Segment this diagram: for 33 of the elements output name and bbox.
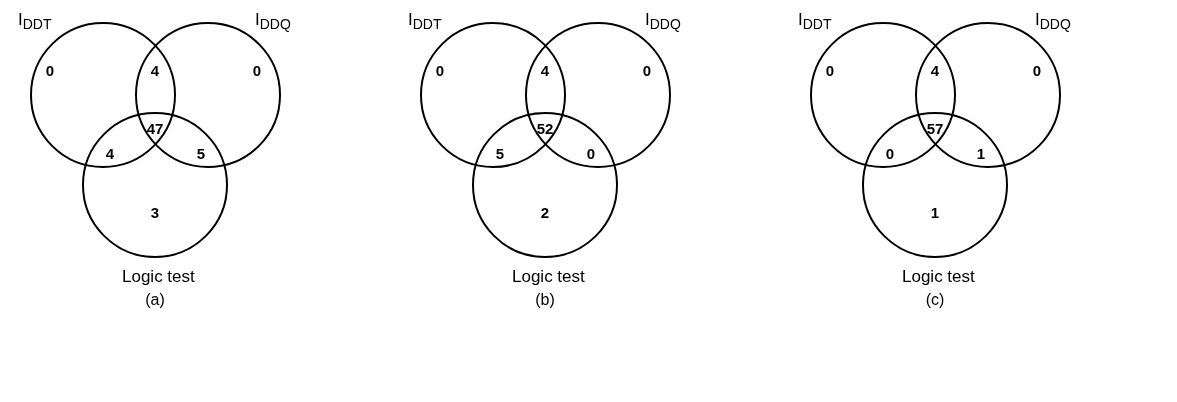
region-count: 4 <box>150 61 160 79</box>
region-count: 52 <box>536 119 554 137</box>
set-label: I$_{DDQ}$ <box>645 10 681 33</box>
region-count: 0 <box>1032 61 1042 79</box>
set-label: I$_{DDT}$ <box>18 10 52 33</box>
set-label: I$_{DDQ}$ <box>1035 10 1071 33</box>
panel-caption: (a) <box>145 291 165 309</box>
region-count: 4 <box>930 61 940 79</box>
region-count: 4 <box>540 61 550 79</box>
region-count: 3 <box>150 203 160 221</box>
region-count: 47 <box>146 119 164 137</box>
region-count: 0 <box>642 61 652 79</box>
region-count: 0 <box>435 61 445 79</box>
panel-caption: (b) <box>535 291 555 309</box>
region-count: 5 <box>495 144 505 162</box>
panel-caption: (c) <box>925 291 945 309</box>
set-label: Logic test <box>512 267 585 287</box>
set-label: I$_{DDQ}$ <box>255 10 291 33</box>
region-count: 0 <box>586 144 596 162</box>
region-count: 2 <box>540 203 550 221</box>
set-label: I$_{DDT}$ <box>408 10 442 33</box>
region-count: 0 <box>825 61 835 79</box>
region-count: 0 <box>45 61 55 79</box>
region-count: 5 <box>196 144 206 162</box>
region-count: 57 <box>926 119 944 137</box>
set-label: I$_{DDT}$ <box>798 10 832 33</box>
set-label: Logic test <box>122 267 195 287</box>
set-label: Logic test <box>902 267 975 287</box>
region-count: 1 <box>930 203 940 221</box>
region-count: 4 <box>105 144 115 162</box>
region-count: 0 <box>252 61 262 79</box>
region-count: 1 <box>976 144 986 162</box>
region-count: 0 <box>885 144 895 162</box>
